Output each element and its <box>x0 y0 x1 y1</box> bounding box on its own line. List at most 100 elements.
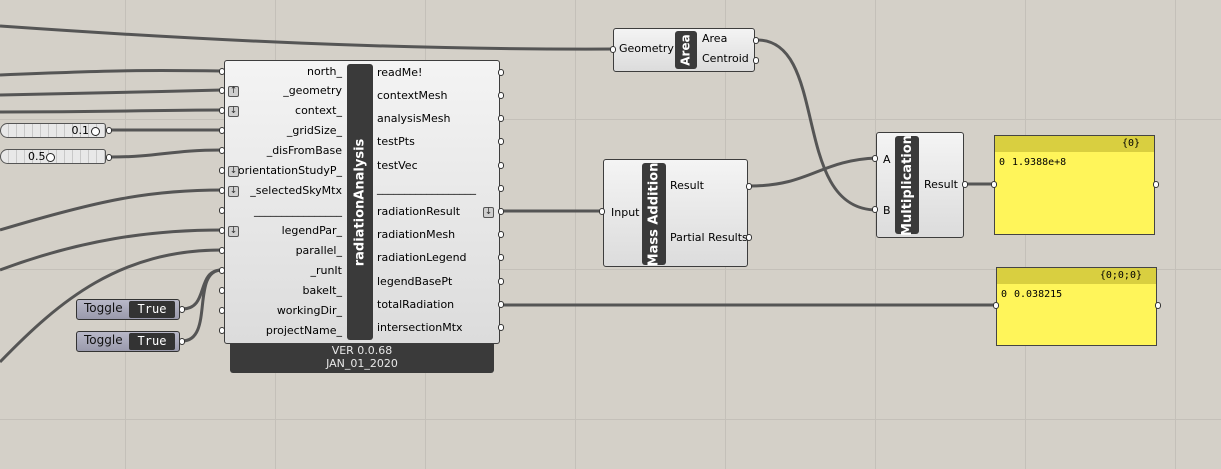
output-grip[interactable] <box>498 301 504 308</box>
output-grip[interactable] <box>746 183 752 190</box>
output-grip[interactable] <box>498 208 504 215</box>
output-grip[interactable] <box>498 115 504 122</box>
output-grip[interactable] <box>498 69 504 76</box>
input-geometry: _geometry <box>283 84 342 97</box>
output-radiationmesh: radiationMesh <box>377 228 456 241</box>
wire-to-parallel <box>0 248 223 364</box>
input-grip[interactable] <box>219 307 225 314</box>
wire-to-legendpar <box>0 228 223 272</box>
output-grip[interactable] <box>498 92 504 99</box>
radiation-analysis-component[interactable]: radiationAnalysis north_ _geometry conte… <box>224 60 500 344</box>
input-grip[interactable] <box>219 107 225 114</box>
output-testpts: testPts <box>377 135 415 148</box>
input-grip[interactable] <box>219 68 225 75</box>
input-grip[interactable] <box>219 127 225 134</box>
output-partial-results: Partial Results <box>670 231 748 244</box>
output-grip[interactable] <box>962 181 968 188</box>
input-grip[interactable] <box>993 302 999 309</box>
run-toggle-1[interactable]: Toggle True <box>76 299 180 320</box>
output-centroid: Centroid <box>702 52 749 65</box>
graft-icon[interactable]: ↓ <box>228 226 239 237</box>
wire-to-north <box>0 68 223 77</box>
run-toggle-2[interactable]: Toggle True <box>76 331 180 352</box>
output-grip[interactable] <box>1155 302 1161 309</box>
toggle-label: Toggle <box>84 301 123 315</box>
output-radiationlegend: radiationLegend <box>377 251 467 264</box>
input-grip[interactable] <box>991 181 997 188</box>
output-grip[interactable] <box>498 254 504 261</box>
graft-icon[interactable]: ↓ <box>228 166 239 177</box>
total-radiation-panel[interactable]: {0;0;0} 0 0.038215 <box>996 267 1157 346</box>
grid-size-slider[interactable]: 0.1 <box>0 123 106 138</box>
toggle-value[interactable]: True <box>129 301 175 318</box>
output-grip[interactable] <box>498 231 504 238</box>
input-projectname: projectName_ <box>265 324 342 337</box>
output-grip[interactable] <box>498 278 504 285</box>
output-grip[interactable] <box>498 162 504 169</box>
version-footer: VER 0.0.68 JAN_01_2020 <box>230 344 494 373</box>
output-grip[interactable] <box>753 57 759 64</box>
dis-from-base-slider[interactable]: 0.5 <box>0 149 106 164</box>
input-grip[interactable] <box>219 167 225 174</box>
version-label: VER 0.0.68 <box>331 344 393 357</box>
flatten-icon[interactable]: ↑ <box>228 86 239 97</box>
input-grip[interactable] <box>219 327 225 334</box>
component-name: Mass Addition <box>646 162 662 266</box>
input-grip[interactable] <box>872 155 878 162</box>
input-grip[interactable] <box>219 287 225 294</box>
result-panel[interactable]: {0} 0 1.9388e+8 <box>994 135 1155 235</box>
slider-value: 0.1 <box>71 124 90 137</box>
input-grip[interactable] <box>219 207 225 214</box>
slider-handle[interactable] <box>46 153 55 162</box>
wire-slider-to-disfrombase <box>109 148 223 159</box>
output-grip[interactable] <box>753 37 759 44</box>
output-grip[interactable] <box>498 324 504 331</box>
output-grip[interactable] <box>746 234 752 241</box>
graft-icon[interactable]: ↓ <box>228 106 239 117</box>
input-grip[interactable] <box>219 187 225 194</box>
output-result: Result <box>670 179 704 192</box>
panel-header: {0;0;0} <box>997 268 1156 284</box>
slider-output-grip[interactable] <box>106 154 112 161</box>
input-grip[interactable] <box>219 227 225 234</box>
input-grip[interactable] <box>872 206 878 213</box>
toggle-output-grip[interactable] <box>179 306 185 313</box>
graft-icon[interactable]: ↓ <box>228 186 239 197</box>
toggle-label: Toggle <box>84 333 123 347</box>
panel-index: 0 <box>1001 289 1008 300</box>
input-grip[interactable] <box>219 87 225 94</box>
area-component[interactable]: Geometry Area Area Centroid <box>613 28 755 72</box>
input-legendpar: legendPar_ <box>281 224 342 237</box>
input-orientationstudyp: orientationStudyP_ <box>237 164 342 177</box>
input-b: B <box>883 204 891 217</box>
output-area: Area <box>702 32 728 45</box>
output-totalradiation: totalRadiation <box>377 298 455 311</box>
date-label: JAN_01_2020 <box>326 357 398 370</box>
toggle-value[interactable]: True <box>129 333 175 350</box>
input-parallel: parallel_ <box>295 244 342 257</box>
input-grip[interactable] <box>219 267 225 274</box>
input-workingdir: workingDir_ <box>276 304 342 317</box>
toggle-output-grip[interactable] <box>179 338 185 345</box>
output-grip[interactable] <box>1153 181 1159 188</box>
output-grip[interactable] <box>498 138 504 145</box>
input-bakeit: bakeIt_ <box>302 284 342 297</box>
input-input: Input <box>611 206 640 219</box>
output-analysismesh: analysisMesh <box>377 112 451 125</box>
panel-index: 0 <box>999 157 1006 168</box>
multiplication-component[interactable]: A B Multiplication Result <box>876 132 964 238</box>
mass-addition-component[interactable]: Input Mass Addition Result Partial Resul… <box>603 159 748 267</box>
input-north: north_ <box>306 65 342 78</box>
input-grip[interactable] <box>219 247 225 254</box>
slider-handle[interactable] <box>91 127 100 136</box>
component-name-band: Area <box>675 31 697 69</box>
output-grip[interactable] <box>498 185 504 192</box>
output-radiationresult: radiationResult <box>377 205 461 218</box>
input-grip[interactable] <box>599 208 605 215</box>
slider-output-grip[interactable] <box>106 127 112 134</box>
graft-icon[interactable]: ↓ <box>483 207 494 218</box>
output-contextmesh: contextMesh <box>377 89 448 102</box>
input-grip[interactable] <box>610 46 616 53</box>
input-grip[interactable] <box>219 147 225 154</box>
input-runit: _runIt <box>310 264 342 277</box>
